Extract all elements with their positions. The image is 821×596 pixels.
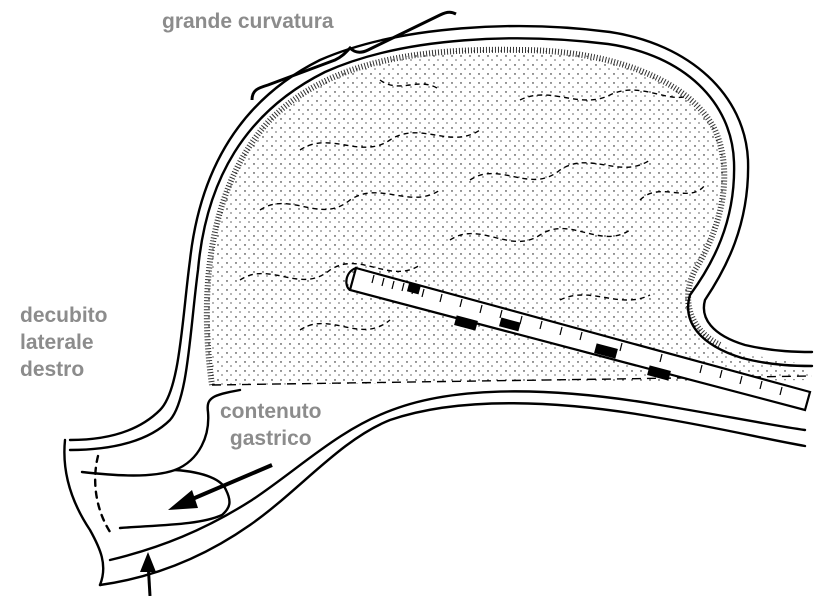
- position-label: decubito laterale destro: [20, 302, 108, 383]
- position-label-line-2: laterale: [20, 329, 108, 356]
- position-label-line-1: decubito: [20, 302, 108, 329]
- greater-curvature-label: grande curvatura: [162, 8, 334, 35]
- contents-label-line-1: contenuto: [220, 398, 321, 425]
- gastric-contents-label: contenuto gastrico: [220, 398, 321, 452]
- position-label-line-3: destro: [20, 356, 108, 383]
- contents-label-line-2: gastrico: [220, 425, 321, 452]
